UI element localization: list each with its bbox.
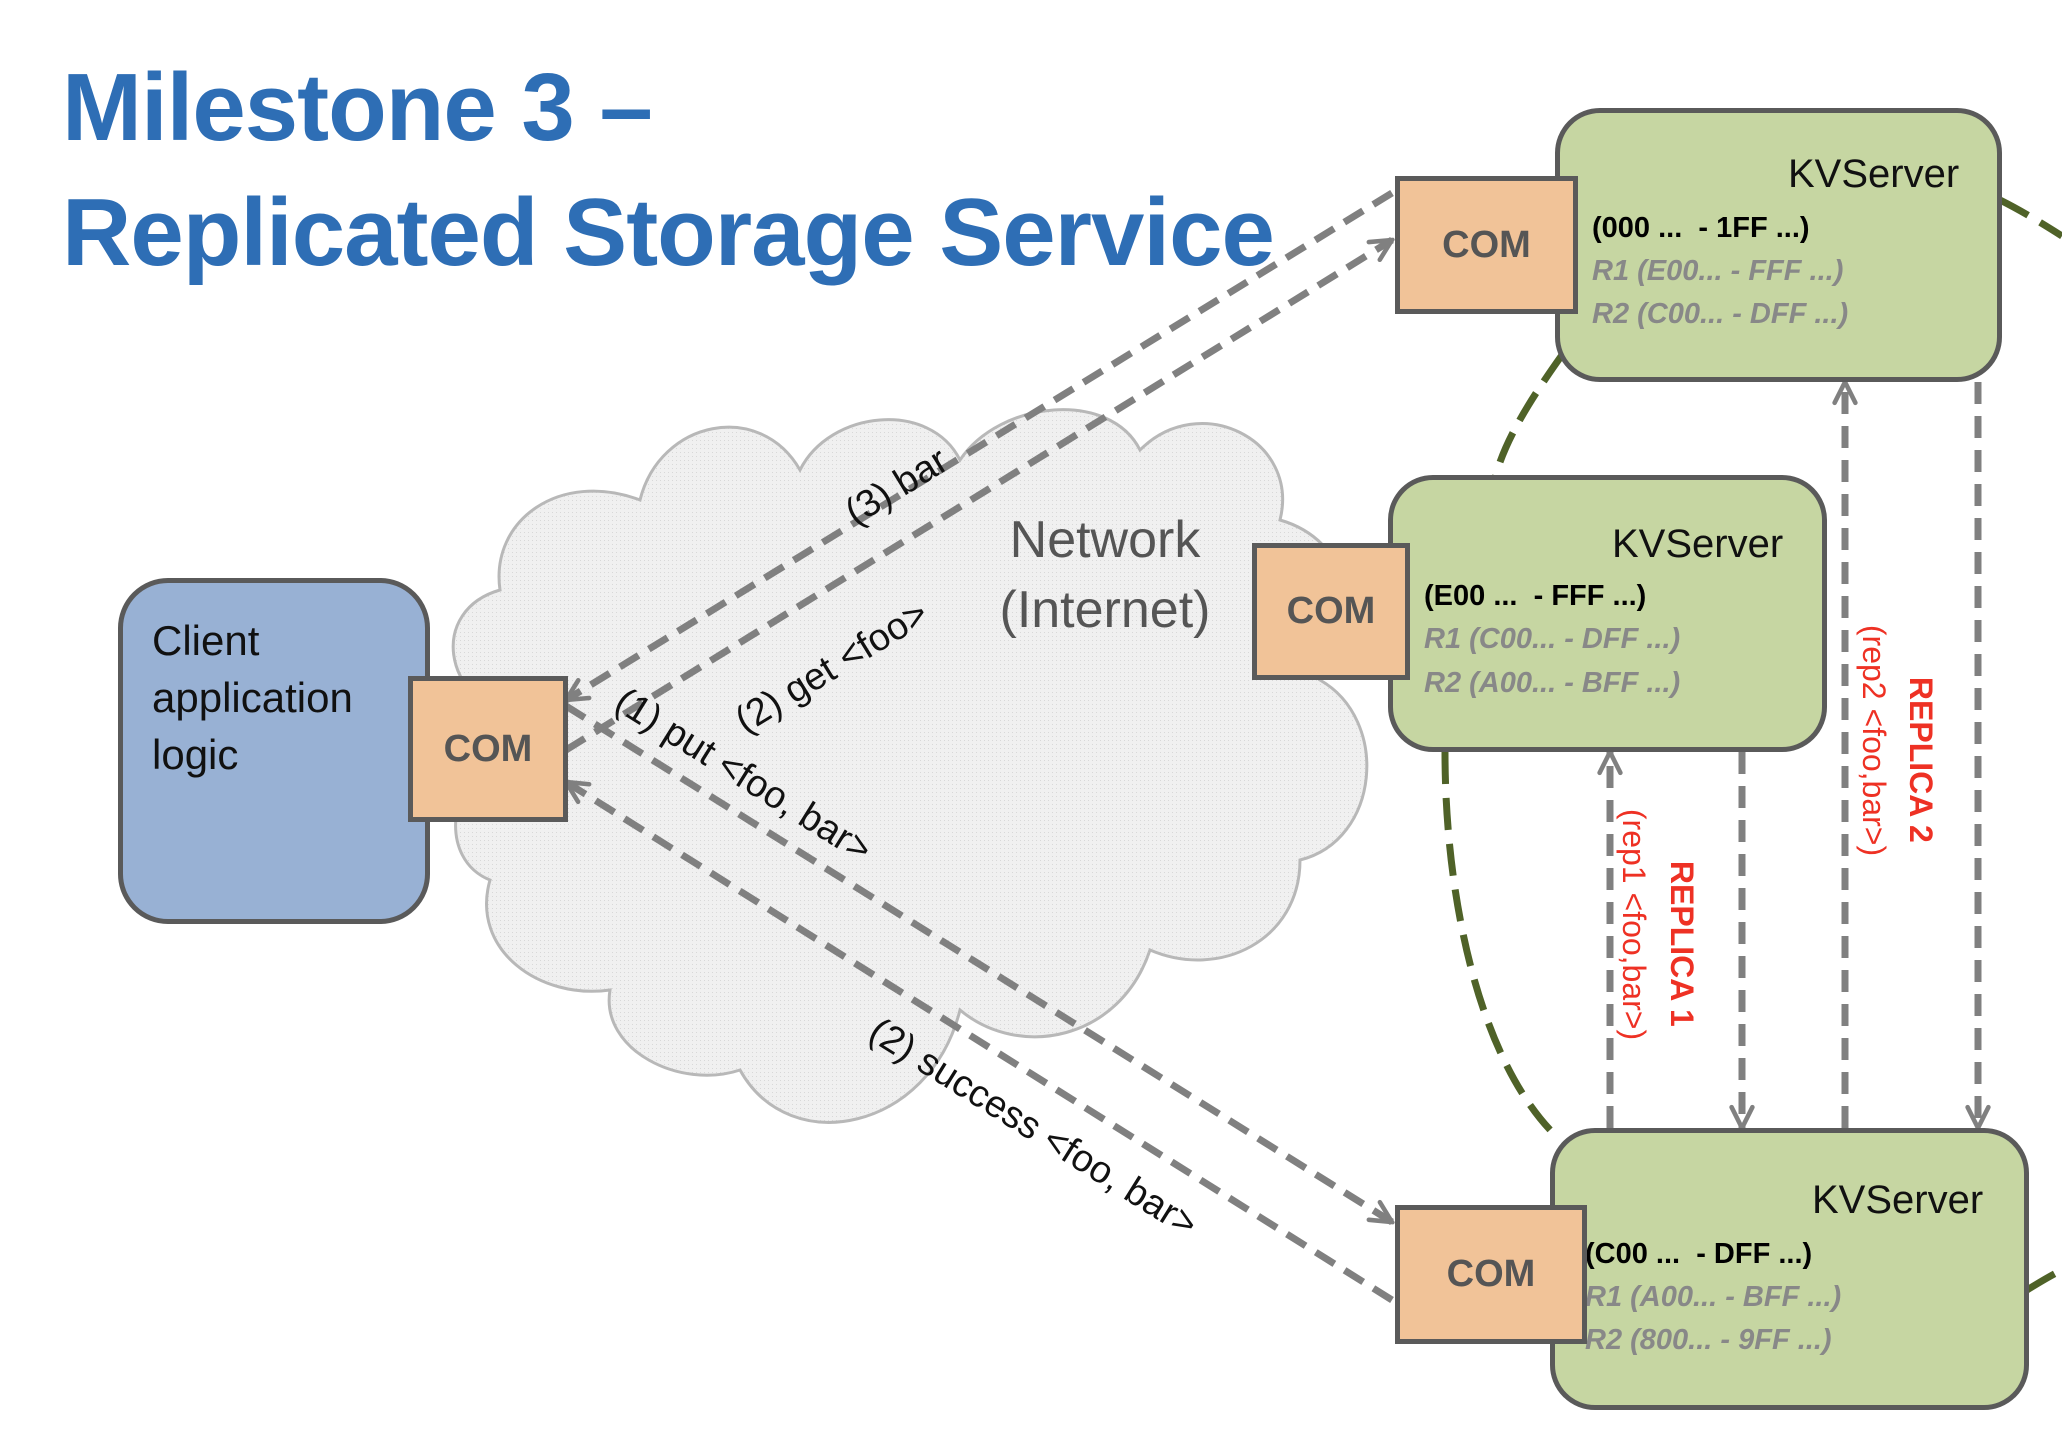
ring-arc-top-mid [1491, 352, 1565, 479]
com-label: COM [1446, 1253, 1536, 1295]
replica2-message-text: (rep2 <foo,bar>) [1856, 624, 1892, 857]
ring-arc-mid-bottom [1441, 751, 1558, 1138]
kvserver-middle-range: (E00 ... - FFF ...) [1424, 580, 1647, 612]
kvserver-top-replica2-range: R2 (C00... - DFF ...) [1592, 298, 1849, 330]
client-label-line: Client [152, 617, 260, 664]
replica1-message: (rep1 <foo,bar>) [1615, 800, 1670, 1040]
kvserver-bottom-com-module[interactable]: COM [1395, 1205, 1587, 1344]
kvserver-middle[interactable] [1388, 475, 1827, 752]
slide-title-line1: Milestone 3 – [62, 54, 653, 161]
kvserver-bottom-range: (C00 ... - DFF ...) [1585, 1238, 1813, 1270]
kvserver-middle-replica2-range: R2 (A00... - BFF ...) [1424, 667, 1681, 699]
kvserver-bottom-title: KVServer [1812, 1178, 1984, 1222]
client-label-line: logic [152, 731, 239, 778]
kvserver-top-title: KVServer [1788, 152, 1960, 196]
network-label-line2: (Internet) [999, 581, 1211, 639]
kvserver-bottom[interactable] [1550, 1128, 2029, 1410]
replica1-message-text: (rep1 <foo,bar>) [1616, 808, 1652, 1041]
kvserver-top[interactable] [1555, 108, 2002, 382]
arrow-success [566, 779, 1394, 1303]
slide-title-line2: Replicated Storage Service [62, 179, 1275, 286]
com-label: COM [1286, 590, 1376, 632]
arrow-bar [566, 190, 1394, 703]
kvserver-middle-replica1-range: R1 (C00... - DFF ...) [1424, 623, 1681, 655]
kvserver-middle-title: KVServer [1612, 522, 1784, 566]
arrow-get [564, 237, 1392, 753]
network-label: Network (Internet) [965, 505, 1245, 645]
replica1-title: REPLICA 1 [1663, 852, 1718, 1027]
com-label: COM [443, 727, 533, 770]
replica2-message: (rep2 <foo,bar>) [1855, 616, 1910, 856]
kvserver-bottom-replica1-range: R1 (A00... - BFF ...) [1585, 1281, 1842, 1313]
ring-arc-bottom-right [2025, 1266, 2062, 1293]
client-com-module[interactable]: COM [408, 676, 568, 822]
network-cloud [451, 408, 1369, 1124]
network-label-line1: Network [1009, 511, 1201, 569]
ring-arc-top-right [1998, 196, 2062, 239]
ring-arcs [1441, 196, 2062, 1293]
kvserver-top-com-module[interactable]: COM [1395, 176, 1578, 314]
kvserver-bottom-replica2-range: R2 (800... - 9FF ...) [1585, 1324, 1832, 1356]
com-label: COM [1442, 223, 1531, 266]
kvserver-middle-com-module[interactable]: COM [1252, 543, 1410, 680]
client-box[interactable] [118, 578, 430, 924]
replica2-title: REPLICA 2 [1902, 668, 1957, 843]
client-label-line: application [152, 674, 353, 721]
kvserver-top-range: (000 ... - 1FF ...) [1592, 212, 1810, 244]
kvserver-top-replica1-range: R1 (E00... - FFF ...) [1592, 255, 1844, 287]
arrow-put [564, 703, 1392, 1225]
client-label: Client application logic [152, 612, 353, 783]
